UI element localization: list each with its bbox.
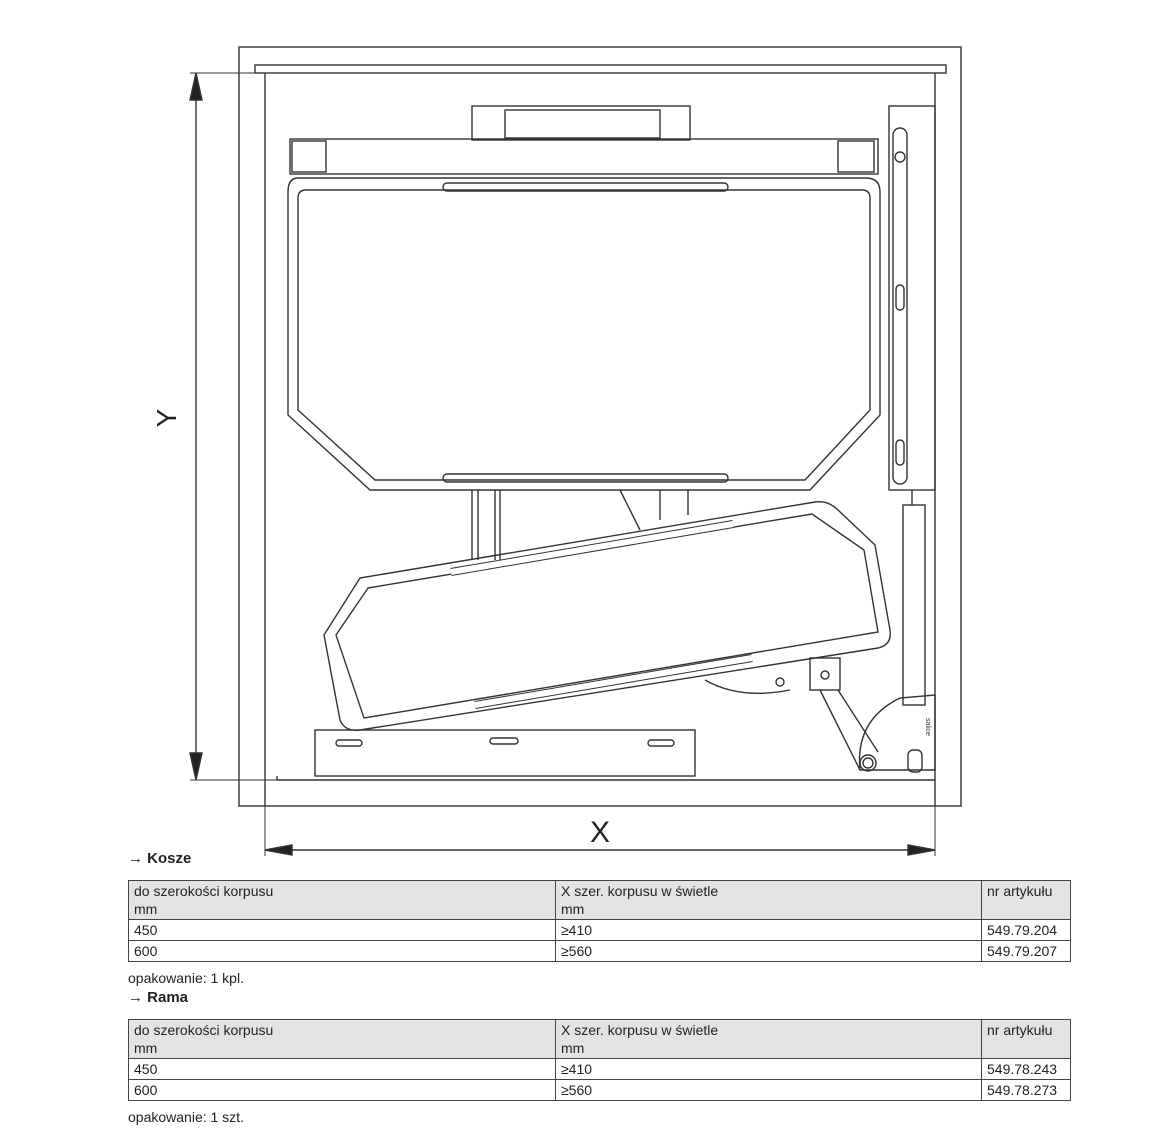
brand-mark: salice <box>924 718 931 736</box>
dimension-x <box>264 806 936 856</box>
cell-width: 450 <box>128 919 556 941</box>
section-title-rama: → Rama <box>128 989 189 1006</box>
lift-mechanism: salice <box>819 490 936 773</box>
table-row: 450 ≥410 549.79.204 <box>128 919 1071 941</box>
bottom-plinth <box>314 729 696 777</box>
header-width: do szerokości korpusu <box>134 883 274 899</box>
cell-article-no: 549.78.273 <box>981 1079 1071 1101</box>
header-article-no: nr artykułu <box>981 1019 1071 1059</box>
header-unit: mm <box>561 1040 585 1056</box>
header-x-width: X szer. korpusu w świetle <box>561 1022 719 1038</box>
side-rail <box>888 105 936 491</box>
kosze-table: do szerokości korpusu mm X szer. korpusu … <box>128 880 1071 962</box>
table-row: 600 ≥560 549.79.207 <box>128 940 1071 962</box>
cell-x-width: ≥560 <box>555 940 982 962</box>
cell-article-no: 549.78.243 <box>981 1058 1071 1080</box>
packaging-note: opakowanie: 1 kpl. <box>128 970 244 986</box>
header-unit: mm <box>561 901 585 917</box>
cell-x-width: ≥410 <box>555 1058 982 1080</box>
packaging-note: opakowanie: 1 szt. <box>128 1109 244 1125</box>
table-header: do szerokości korpusu mm X szer. korpusu … <box>128 1019 1071 1059</box>
table-row: 450 ≥410 549.78.243 <box>128 1058 1071 1080</box>
cell-width: 450 <box>128 1058 556 1080</box>
cell-width: 600 <box>128 1079 556 1101</box>
cell-article-no: 549.79.204 <box>981 919 1071 941</box>
cell-x-width: ≥560 <box>555 1079 982 1101</box>
table-row: 600 ≥560 549.78.273 <box>128 1079 1071 1101</box>
cell-article-no: 549.79.207 <box>981 940 1071 962</box>
cell-x-width: ≥410 <box>555 919 982 941</box>
table-header: do szerokości korpusu mm X szer. korpusu … <box>128 880 1071 920</box>
cabinet-outline <box>238 46 962 807</box>
cabinet-top-shelf <box>254 64 947 74</box>
header-article-no: nr artykułu <box>981 880 1071 920</box>
dimension-y <box>189 72 277 781</box>
dimension-y-label: Y <box>151 408 182 427</box>
lower-basket <box>323 500 891 731</box>
header-unit: mm <box>134 901 158 917</box>
header-x-width: X szer. korpusu w świetle <box>561 883 719 899</box>
technical-drawing: salice Y X <box>151 46 962 856</box>
upper-basket <box>287 105 881 560</box>
section-title-kosze: → Kosze <box>128 850 192 867</box>
header-unit: mm <box>134 1040 158 1056</box>
dimension-x-label: X <box>590 816 610 849</box>
header-width: do szerokości korpusu <box>134 1022 274 1038</box>
cell-width: 600 <box>128 940 556 962</box>
rama-table: do szerokości korpusu mm X szer. korpusu … <box>128 1019 1071 1101</box>
